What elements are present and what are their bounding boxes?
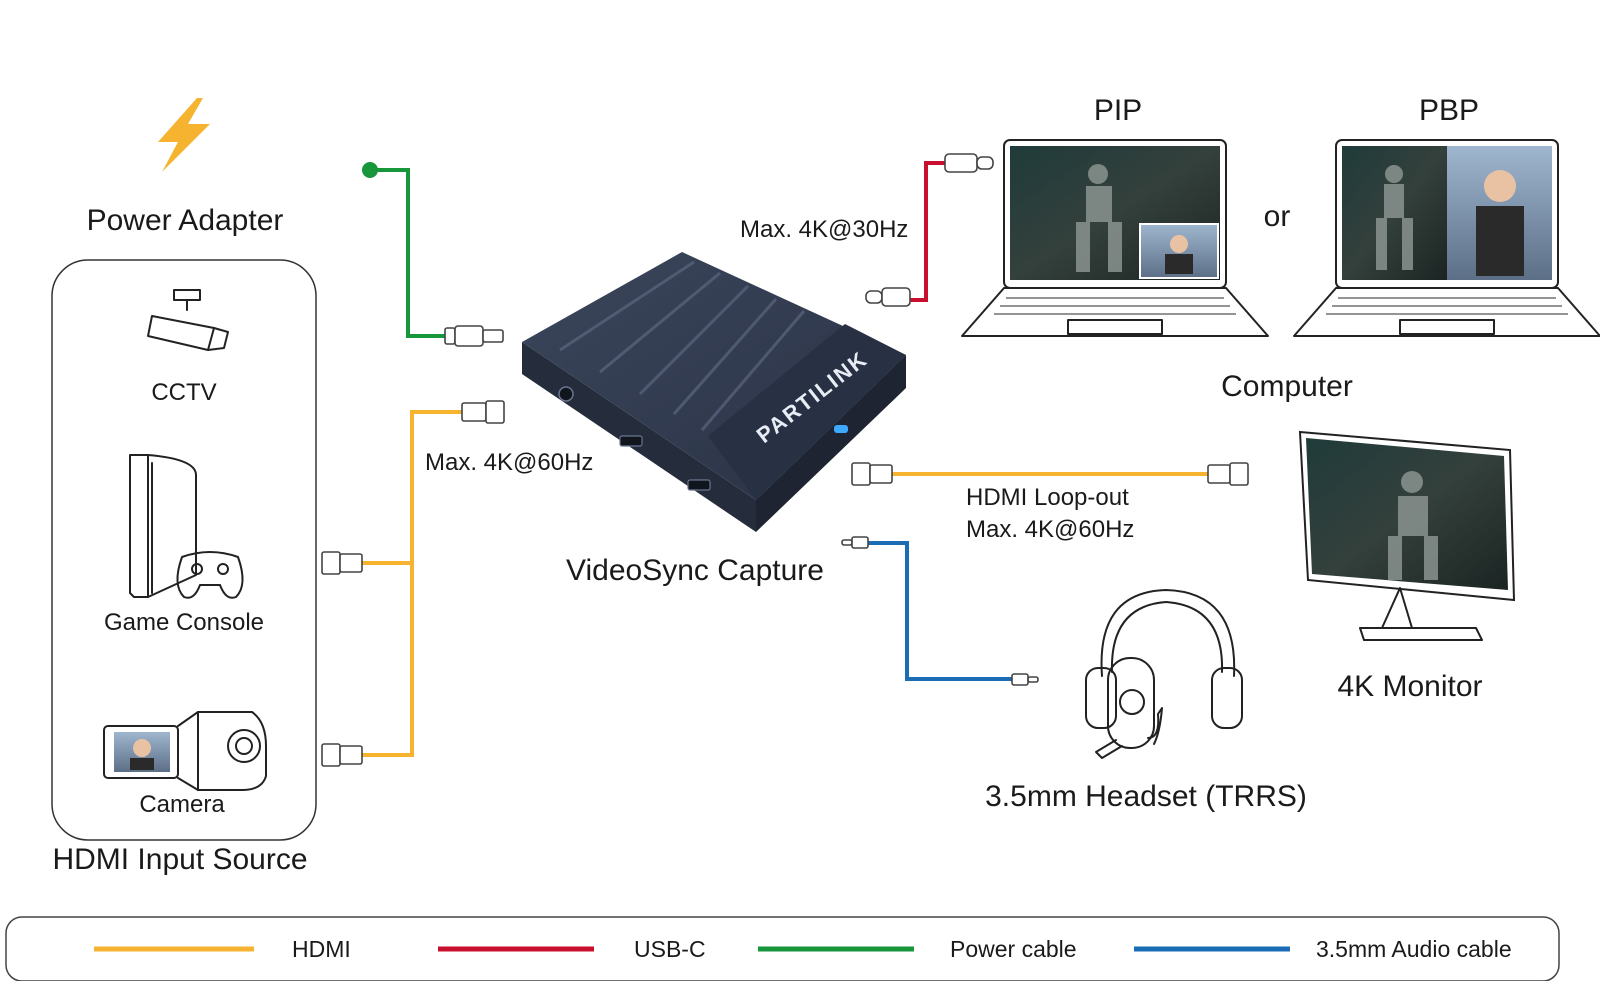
usbc-plug-top bbox=[944, 153, 994, 173]
monitor-icon bbox=[1298, 430, 1516, 641]
monitor-robot-scene bbox=[1388, 471, 1438, 580]
hdmi-cable-console bbox=[362, 410, 462, 565]
pip-robot-scene bbox=[1076, 164, 1122, 272]
laptop-icon-pbp bbox=[1293, 139, 1600, 337]
audio-cable bbox=[868, 541, 1012, 681]
computer-label: Computer bbox=[1221, 370, 1353, 403]
usbc-cable bbox=[910, 161, 945, 302]
game-console-label: Game Console bbox=[104, 609, 264, 636]
power-cable-end bbox=[362, 162, 378, 178]
hdmi-cables bbox=[362, 410, 1208, 757]
cable-plugs bbox=[321, 153, 1249, 767]
legend-label-usbc: USB-C bbox=[634, 936, 706, 962]
audio-plug-headset bbox=[1011, 673, 1039, 686]
cctv-camera-icon bbox=[147, 289, 229, 351]
status-led bbox=[834, 425, 848, 433]
hdmi-plug-loop-right bbox=[1207, 462, 1249, 486]
camera-label: Camera bbox=[139, 791, 225, 818]
hdmi-out-port bbox=[687, 479, 711, 491]
hdmi-input-source-label: HDMI Input Source bbox=[52, 843, 307, 876]
device-side-right bbox=[756, 355, 906, 532]
pbp-robot-scene bbox=[1376, 165, 1413, 270]
headset-label: 3.5mm Headset (TRRS) bbox=[985, 780, 1307, 813]
legend-label-power: Power cable bbox=[950, 936, 1077, 962]
power-adapter-label: Power Adapter bbox=[87, 204, 284, 237]
cctv-label: CCTV bbox=[151, 379, 216, 406]
power-adapter: Power Adapter bbox=[87, 98, 284, 237]
device-top-panel bbox=[708, 324, 906, 500]
loopout-speed-label: Max. 4K@60Hz bbox=[966, 516, 1134, 543]
or-label: or bbox=[1264, 200, 1291, 233]
capture-device: PARTILINK bbox=[522, 252, 906, 532]
lightning-bolt-icon bbox=[158, 98, 210, 172]
hdmi-input-source-panel: CCTV Game Console Camera bbox=[51, 259, 317, 841]
power-cable bbox=[372, 168, 445, 338]
usbc-speed-label: Max. 4K@30Hz bbox=[740, 216, 908, 243]
device-name-label: VideoSync Capture bbox=[566, 554, 824, 587]
monitor-label: 4K Monitor bbox=[1337, 670, 1482, 703]
hdmi-plug-input bbox=[461, 400, 505, 424]
hdmi-plug-console bbox=[321, 551, 363, 575]
hdmi-in-speed-label: Max. 4K@60Hz bbox=[425, 449, 593, 476]
game-console-icon bbox=[129, 454, 244, 599]
camcorder-icon bbox=[103, 711, 267, 791]
hdmi-in-port bbox=[619, 435, 643, 447]
usbc-plug-bottom bbox=[865, 287, 911, 307]
pbp-label: PBP bbox=[1419, 94, 1479, 127]
hdmi-cable-camera bbox=[362, 563, 414, 757]
power-plug bbox=[444, 325, 504, 347]
legend-label-audio: 3.5mm Audio cable bbox=[1316, 936, 1512, 962]
device-grooves bbox=[559, 260, 806, 431]
loopout-title-label: HDMI Loop-out bbox=[966, 484, 1129, 511]
audio-plug-device bbox=[841, 536, 869, 549]
legend-label-hdmi: HDMI bbox=[292, 936, 351, 962]
headset-icon bbox=[1085, 589, 1243, 759]
legend: HDMI USB-C Power cable 3.5mm Audio cable bbox=[5, 916, 1560, 981]
hdmi-plug-camera bbox=[321, 743, 363, 767]
laptop-icon bbox=[961, 139, 1269, 337]
pip-label: PIP bbox=[1094, 94, 1142, 127]
hdmi-plug-loop-left bbox=[851, 462, 893, 486]
audio-port bbox=[558, 386, 574, 402]
